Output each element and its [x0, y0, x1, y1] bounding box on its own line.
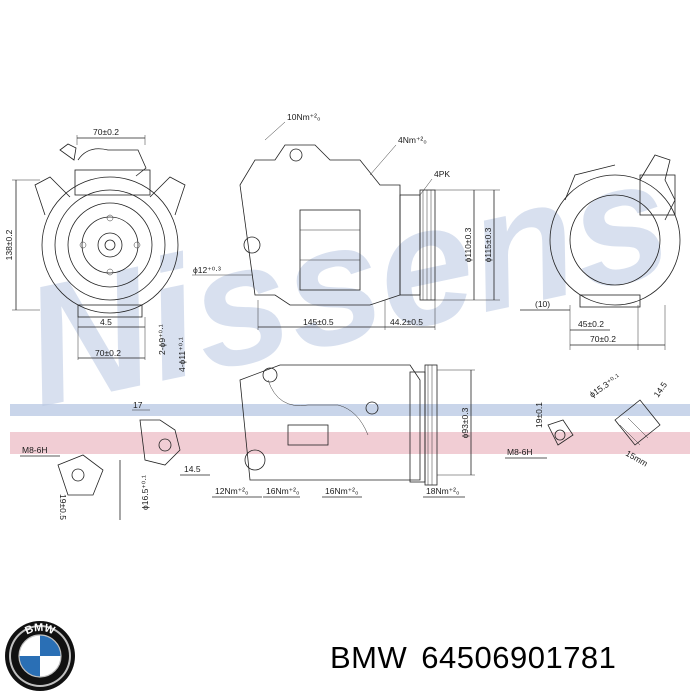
- part-caption: BMW 64506901781: [330, 640, 616, 676]
- side-port-dia: ϕ12⁺⁰·³: [193, 265, 221, 275]
- side-pulley-dia-a: ϕ110±0.3: [463, 227, 473, 262]
- side-length-pulley: 44.2±0.5: [390, 317, 423, 327]
- left-dim-17: 17: [133, 400, 143, 410]
- side-pulley-dia-b: ϕ115±0.3: [483, 227, 493, 262]
- right-dim-145: 14.5: [651, 380, 669, 400]
- rear-width-a: 45±0.2: [578, 319, 604, 329]
- left-dia-b: 19±0.5: [58, 494, 68, 520]
- front-width-bottom: 70±0.2: [95, 348, 121, 358]
- left-thread: M8-6H: [22, 445, 48, 455]
- rear-width-b: 70±0.2: [590, 334, 616, 344]
- front-bolt-a: 2-ϕ9⁺⁰·¹: [157, 324, 167, 355]
- side-length-main: 145±0.5: [303, 317, 334, 327]
- pink-band: [10, 432, 690, 454]
- front-height: 138±0.2: [4, 229, 14, 260]
- side-view: 10Nm⁺²₀ 4Nm⁺²₀ 4PK ϕ12⁺⁰·³ 145±0.5 44.2±…: [192, 112, 500, 330]
- right-dia-top: ϕ15.3⁺⁰·¹: [587, 371, 621, 399]
- side-torque-right: 4Nm⁺²₀: [398, 135, 427, 145]
- right-thread: M8-6H: [507, 447, 533, 457]
- left-dim-145: 14.5: [184, 464, 201, 474]
- bottom-view: ϕ93±0.3 12Nm⁺²₀ 16Nm⁺²₀ 16Nm⁺²₀ 18Nm⁺²₀: [212, 364, 475, 498]
- front-width-top: 70±0.2: [93, 127, 119, 137]
- front-view: 70±0.2 138±0.2 4.5 70±0.2 2-ϕ9⁺⁰·¹ 4-ϕ11…: [4, 127, 187, 372]
- rear-ref: (10): [535, 299, 550, 309]
- logo-letters: BMW: [23, 622, 57, 637]
- brand-label: BMW: [330, 640, 408, 675]
- bottom-torque-2: 16Nm⁺²₀: [266, 486, 300, 496]
- right-dim-19: 19±0.1: [534, 402, 544, 428]
- bottom-torque-3: 16Nm⁺²₀: [325, 486, 359, 496]
- side-belt: 4PK: [434, 169, 450, 179]
- front-bolt-b: 4-ϕ11⁺⁰·¹: [177, 337, 187, 372]
- front-offset: 4.5: [100, 317, 112, 327]
- part-number: 64506901781: [421, 640, 617, 675]
- bmw-logo: BMW: [5, 621, 75, 691]
- left-dia: ϕ16.5⁺⁰·¹: [140, 475, 150, 510]
- bottom-dia: ϕ93±0.3: [460, 407, 470, 438]
- rear-view: (10) 45±0.2 70±0.2: [520, 154, 681, 350]
- bottom-torque-4: 18Nm⁺²₀: [426, 486, 460, 496]
- blue-band: [10, 404, 690, 416]
- svg-text:BMW: BMW: [23, 622, 57, 637]
- side-torque-top: 10Nm⁺²₀: [287, 112, 321, 122]
- bottom-torque-1: 12Nm⁺²₀: [215, 486, 249, 496]
- left-fitting: 17 M8-6H 14.5 ϕ16.5⁺⁰·¹ 19±0.5: [20, 400, 210, 520]
